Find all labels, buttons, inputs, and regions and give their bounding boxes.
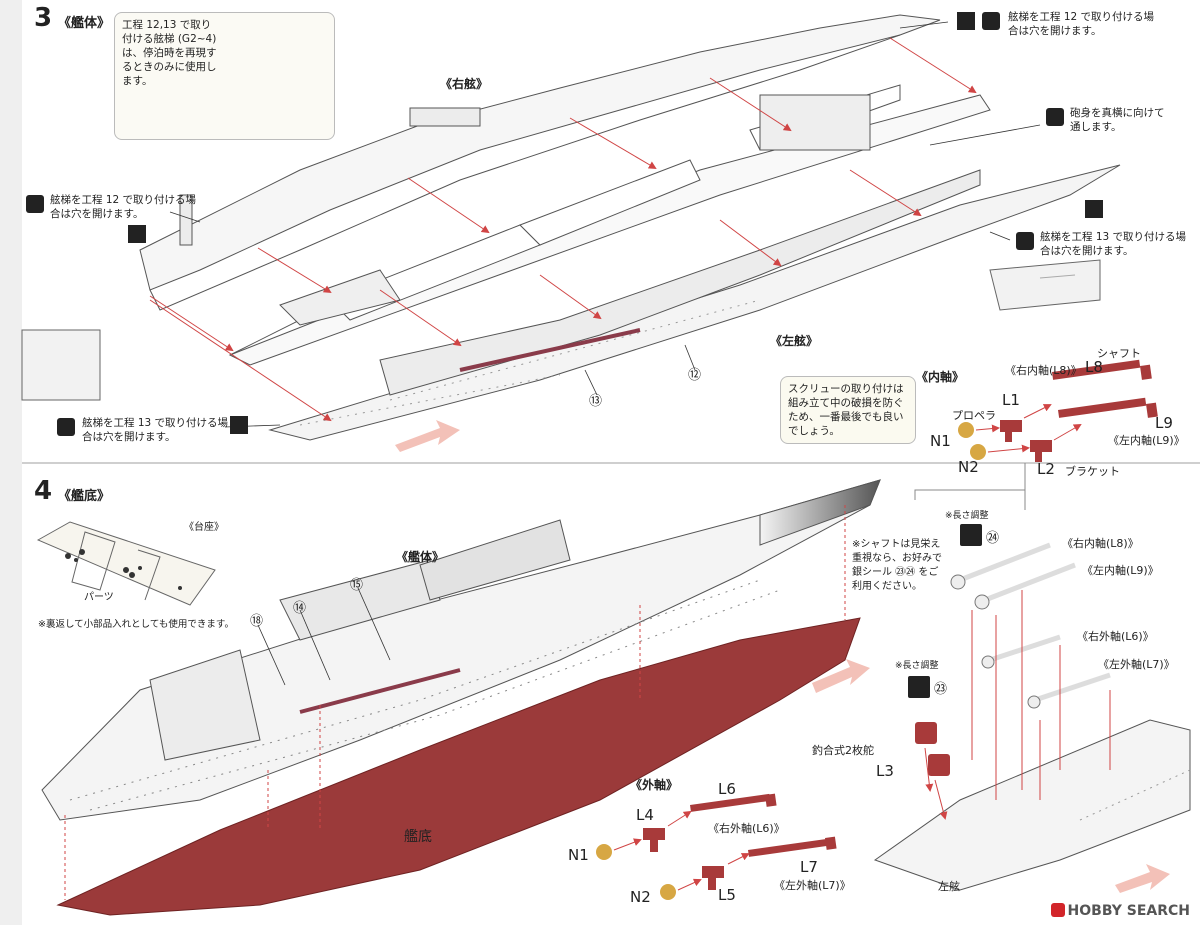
l9-label: L9 xyxy=(1155,414,1173,432)
n1-label-inner: N1 xyxy=(930,432,951,450)
outer-shaft-arrows xyxy=(613,810,750,891)
drill-hole-icon-bottom xyxy=(230,416,248,434)
step-3-title: 《艦体》 xyxy=(58,16,111,31)
screw-note-box: スクリューの取り付けは組み立て中の破損を防ぐため、一番最後でも良いでしょう。 xyxy=(780,376,916,444)
drill-bit-icon-bottom xyxy=(57,418,75,436)
screw-note-text: スクリューの取り付けは組み立て中の破損を防ぐため、一番最後でも良いでしょう。 xyxy=(788,383,904,437)
drill-bit-icon xyxy=(982,12,1000,30)
hull-bottom-part xyxy=(56,617,861,916)
inner-shaft-arrows xyxy=(975,404,1082,453)
l8-label: L8 xyxy=(1085,358,1103,376)
length-adjust-icon-2 xyxy=(908,676,930,698)
l5-label: L5 xyxy=(718,886,736,904)
shaft-guide-lines xyxy=(971,590,1111,800)
drill-hole-icon-right xyxy=(1085,200,1103,218)
inner-shaft-parts xyxy=(958,359,1158,462)
assembly-arrows-step3 xyxy=(149,37,977,422)
rudder-label: 釣合式2枚舵 xyxy=(812,744,874,757)
detail-inset-left xyxy=(21,329,101,401)
note-right-mid: 舷梯を工程 13 で取り付ける場合は穴を開けます。 xyxy=(1040,231,1187,257)
step-3-note-box: 工程 12,13 で取り付ける舷梯 (G2~4) は、停泊時を再現するときのみに… xyxy=(114,12,335,140)
right-outer-label: 《右外軸(L6)》 xyxy=(708,822,785,835)
drill-hole-icon xyxy=(957,12,975,30)
drill-hole-icon-left xyxy=(128,225,146,243)
ref-13: ⑬ xyxy=(589,394,603,409)
l4-label: L4 xyxy=(636,806,654,824)
direction-arrow-step4 xyxy=(812,659,870,693)
step-3-number: 3 xyxy=(34,3,53,33)
n1-label-outer: N1 xyxy=(568,846,589,864)
bracket-label: ブラケット xyxy=(1065,465,1120,478)
ref-12: ⑫ xyxy=(688,368,702,383)
length-adjust-icon-1 xyxy=(960,524,982,546)
step-3-note-text: 工程 12,13 で取り付ける舷梯 (G2~4) は、停泊時を再現するときのみに… xyxy=(122,19,217,87)
right-outer-label-4: 《右外軸(L6)》 xyxy=(1077,630,1154,643)
deck-frame xyxy=(228,84,991,366)
outer-shaft-parts xyxy=(596,793,837,900)
panel-divider xyxy=(22,462,1200,464)
left-inner-label-4: 《左内軸(L9)》 xyxy=(1082,564,1159,577)
note-left-mid: 舷梯を工程 12 で取り付ける場合は穴を開けます。 xyxy=(50,194,197,220)
left-inner-label: 《左内軸(L9)》 xyxy=(1108,434,1185,447)
length-adjust-2: ※長さ調整 xyxy=(895,661,939,671)
fold-line xyxy=(0,0,22,925)
detail-inset-step3 xyxy=(989,259,1101,311)
stand-note: ※裏返して小部品入れとしても使用できます。 xyxy=(38,619,234,630)
starboard-label: 《右舷》 xyxy=(440,77,489,91)
propeller-label: プロペラ xyxy=(952,409,996,422)
shaft-assemblies-step4 xyxy=(950,542,1111,709)
l2-label: L2 xyxy=(1037,460,1055,478)
stand-inset xyxy=(36,521,216,606)
shaft-label: シャフト xyxy=(1097,347,1141,360)
note-left-bottom: 舷梯を工程 13 で取り付ける場合は穴を開けます。 xyxy=(82,417,229,443)
stand-parts xyxy=(65,549,182,590)
step-4-title: 《艦底》 xyxy=(58,489,111,504)
ref-24: ㉔ xyxy=(986,531,1000,546)
port-label-4: 左舷 xyxy=(938,880,960,893)
bottom-guide-lines xyxy=(64,505,846,900)
direction-arrow-step3 xyxy=(395,420,460,452)
l7-label: L7 xyxy=(800,858,818,876)
length-adjust-1: ※長さ調整 xyxy=(945,511,989,521)
step-4-number: 4 xyxy=(34,476,53,506)
right-inner-label-4: 《右内軸(L8)》 xyxy=(1062,537,1139,550)
watermark-text: HOBBY SEARCH xyxy=(1067,903,1190,919)
rotate-gun-icon xyxy=(1046,108,1064,126)
leader-lines-step4 xyxy=(257,587,391,686)
left-outer-label-4: 《左外軸(L7)》 xyxy=(1098,658,1175,671)
hobby-search-logo-icon xyxy=(1050,903,1065,917)
ref-23: ㉓ xyxy=(934,682,948,697)
rudder-parts xyxy=(915,722,950,820)
l1-label: L1 xyxy=(1002,391,1020,409)
direction-arrow-stern xyxy=(1115,864,1170,893)
note-top-right: 舷梯を工程 12 で取り付ける場合は穴を開けます。 xyxy=(1008,11,1155,37)
right-inner-label: 《右内軸(L8)》 xyxy=(1005,364,1082,377)
shaft-note: ※シャフトは見栄え重視なら、お好みで銀シール ㉓㉔ をご利用ください。 xyxy=(852,539,942,592)
outer-shaft-title: 《外軸》 xyxy=(630,778,679,792)
port-label: 《左舷》 xyxy=(770,334,819,348)
watermark: HOBBY SEARCH xyxy=(1050,903,1190,919)
drill-bit-icon-left xyxy=(26,195,44,213)
inner-shaft-title: 《内軸》 xyxy=(916,370,965,384)
assembled-hull xyxy=(41,479,881,821)
ref-18: ⑱ xyxy=(250,614,264,629)
ref-15: ⑮ xyxy=(350,578,364,593)
ref-14: ⑭ xyxy=(293,601,307,616)
hull-bottom-label: 艦底 xyxy=(404,829,432,845)
l3-label: L3 xyxy=(876,762,894,780)
stern-detail xyxy=(873,719,1191,891)
note-gun: 砲身を真横に向けて通します。 xyxy=(1070,107,1165,133)
n2-label-outer: N2 xyxy=(630,888,651,906)
n2-label-inner: N2 xyxy=(958,458,979,476)
stand-label: 《台座》 xyxy=(184,522,224,533)
left-outer-label: 《左外軸(L7)》 xyxy=(774,879,851,892)
hull-label: 《艦体》 xyxy=(396,550,445,564)
port-hull-half xyxy=(268,164,1121,441)
drill-bit-icon-right-mid xyxy=(1016,232,1034,250)
l6-label: L6 xyxy=(718,780,736,798)
parts-label: パーツ xyxy=(84,592,114,603)
